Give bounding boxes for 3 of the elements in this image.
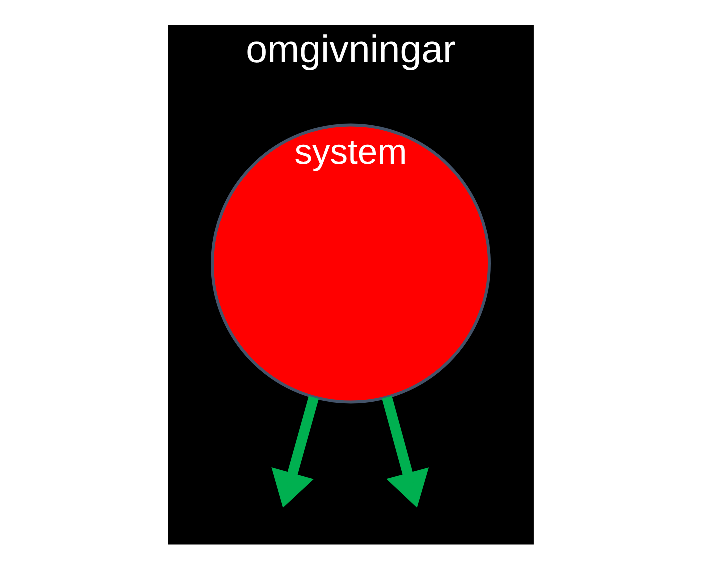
node-circle: system xyxy=(211,124,491,404)
arrow xyxy=(382,396,430,508)
arrow xyxy=(272,396,320,508)
